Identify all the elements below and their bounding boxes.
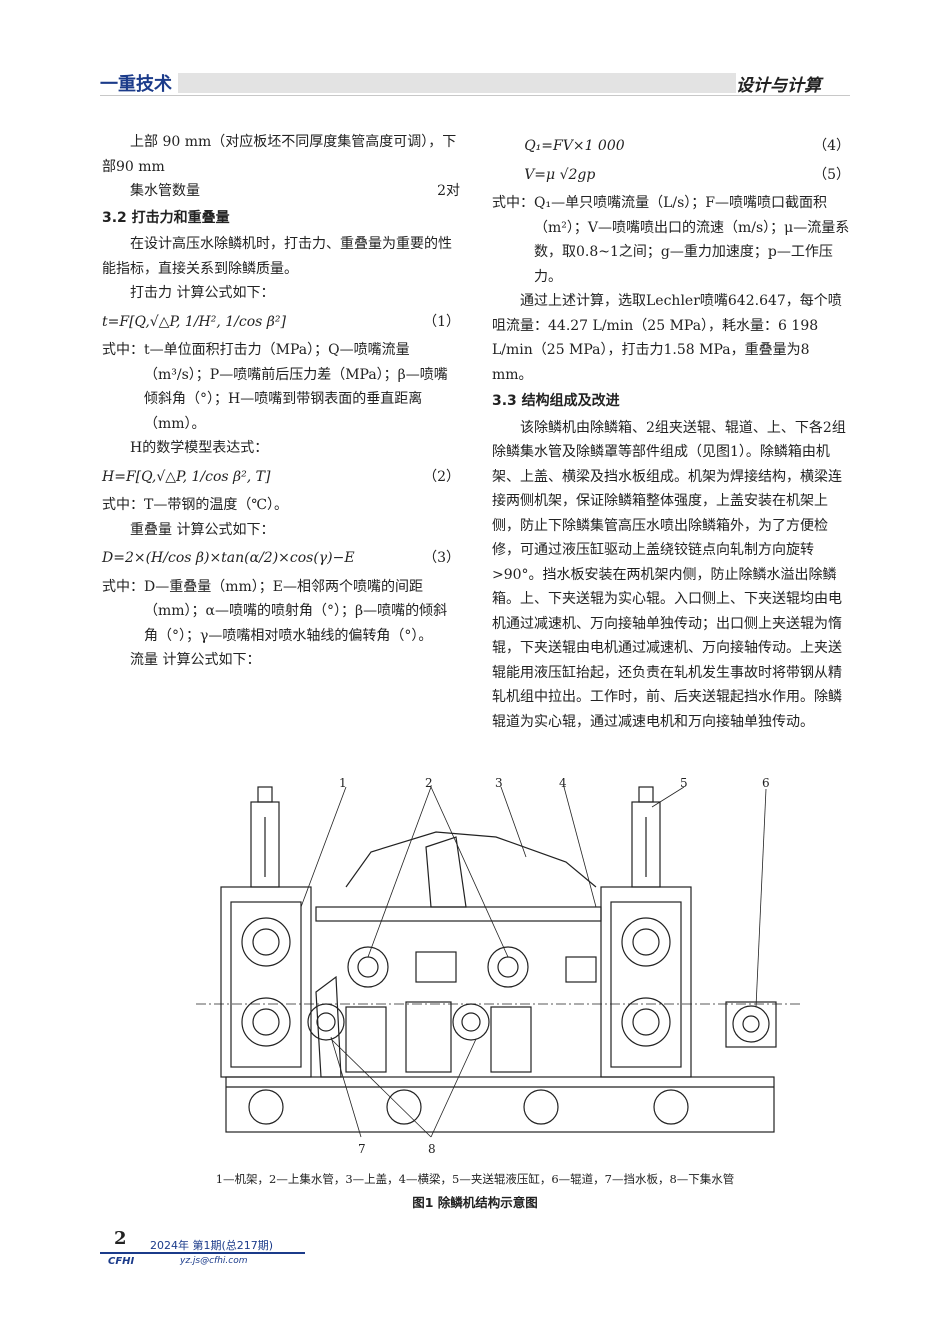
callout-4: 4 [559, 777, 567, 790]
equation-1: t=F[Q,√△P, 1/H², 1/cos β²] （1） [102, 310, 460, 335]
left-column: 上部 90 mm（对应板坯不同厚度集管高度可调），下部90 mm 集水管数量 2… [102, 130, 460, 673]
footer-rule [100, 1252, 305, 1254]
page-number: 2 [114, 1228, 127, 1249]
callout-6: 6 [762, 777, 770, 790]
where-clause: 式中：D—重叠量（mm）；E—相邻两个喷嘴的间距（mm）；α—喷嘴的喷射角（°）… [102, 578, 448, 644]
equation-3-number: （3） [423, 550, 460, 566]
section-heading-3-2: 3.2 打击力和重叠量 [102, 209, 230, 226]
where-clause: 式中：T—带钢的温度（℃）。 [102, 497, 288, 513]
issue-info: 2024年 第1期(总217期) [150, 1239, 274, 1252]
cfhi-logo: CFHI [108, 1256, 135, 1267]
equation-3-formula: D=2×(H/cos β)×tan(α/2)×cos(γ)−E [102, 550, 355, 566]
equation-5-number: （5） [813, 166, 850, 183]
equation-4-number: （4） [813, 138, 850, 154]
equation-4-formula: Q₁=FV×1 000 [524, 138, 625, 154]
paragraph: 在设计高压水除鳞机时，打击力、重叠量为重要的性能指标，直接关系到除鳞质量。 [102, 236, 452, 277]
callout-5: 5 [680, 777, 688, 790]
equation-2: H=F[Q,√△P, 1/cos β², T] （2） [102, 465, 460, 490]
paragraph: 重叠量 计算公式如下： [130, 521, 275, 538]
paragraph: 上部 90 mm（对应板坯不同厚度集管高度可调），下部90 mm [102, 134, 457, 175]
where-clause: 式中：t—单位面积打击力（MPa）；Q—喷嘴流量（m³/s）；P—喷嘴前后压力差… [102, 342, 448, 432]
figure-caption: 图1 除鳞机结构示意图 [412, 1195, 538, 1210]
equation-4: Q₁=FV×1 000 （4） [492, 134, 850, 159]
equation-1-formula: t=F[Q,√△P, 1/H², 1/cos β²] [102, 313, 286, 330]
right-column: Q₁=FV×1 000 （4） V=μ √2gp （5） 式中：Q₁—单只喷嘴流… [492, 130, 850, 734]
paragraph: 通过上述计算，选取Lechler喷嘴642.647，每个喷咀流量：44.27 L… [492, 293, 842, 383]
where-clause: 式中：Q₁—单只喷嘴流量（L/s）；F—喷嘴喷口截面积（m²）；V—喷嘴喷出口的… [492, 195, 850, 285]
journal-name: 一重技术 [100, 74, 172, 95]
equation-5: V=μ √2gp （5） [492, 163, 850, 188]
header-bar [178, 73, 736, 93]
header-rule [100, 95, 850, 96]
contact-email: yz.js@cfhi.com [180, 1256, 248, 1266]
count-value: 2对 [437, 183, 460, 199]
callout-7: 7 [358, 1142, 366, 1156]
collector-count-row: 集水管数量 2对 [102, 179, 460, 204]
figure-legend: 1—机架，2—上集水管，3—上盖，4—横梁，5—夹送辊液压缸，6—辊道，7—挡水… [215, 1172, 735, 1186]
equation-3: D=2×(H/cos β)×tan(α/2)×cos(γ)−E （3） [102, 546, 460, 571]
descaler-structure-diagram: 1 2 3 4 5 6 7 8 [196, 777, 802, 1156]
callout-3: 3 [495, 777, 503, 790]
equation-5-formula: V=μ √2gp [524, 166, 596, 183]
count-label: 集水管数量 [130, 183, 200, 199]
paragraph: H的数学模型表达式： [130, 440, 269, 456]
paragraph: 该除鳞机由除鳞箱、2组夹送辊、辊道、上、下各2组除鳞集水管及除鳞罩等部件组成（见… [492, 419, 846, 730]
equation-2-number: （2） [423, 468, 460, 485]
section-name: 设计与计算 [736, 76, 821, 96]
section-heading-3-3: 3.3 结构组成及改进 [492, 393, 620, 409]
callout-8: 8 [428, 1142, 436, 1156]
paragraph: 流量 计算公式如下： [130, 652, 261, 668]
callout-2: 2 [425, 777, 433, 790]
paragraph: 打击力 计算公式如下： [130, 285, 275, 301]
callout-1: 1 [339, 777, 347, 790]
equation-2-formula: H=F[Q,√△P, 1/cos β², T] [102, 468, 271, 485]
equation-1-number: （1） [423, 313, 460, 330]
